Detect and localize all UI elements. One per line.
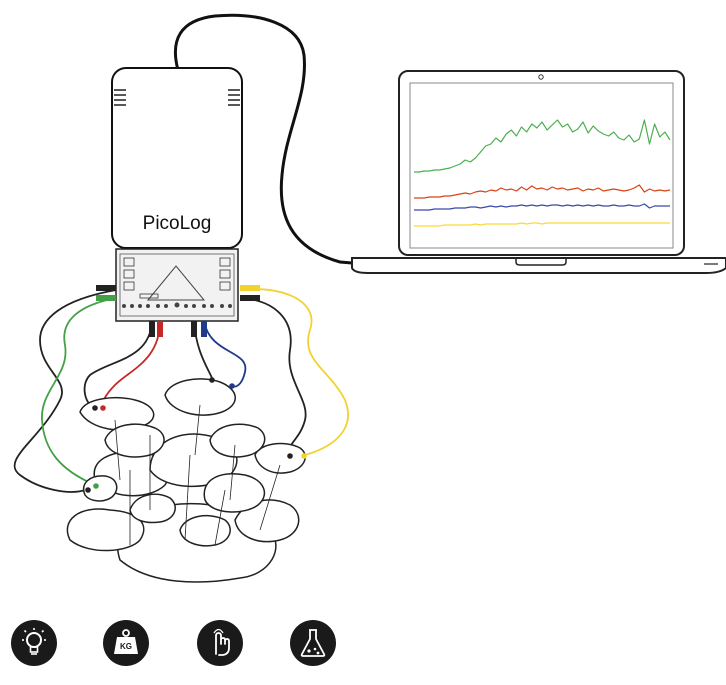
touch-hand-icon <box>197 620 243 666</box>
lightbulb-icon <box>11 620 57 666</box>
feature-icon-row: KG <box>0 612 726 685</box>
webcam-icon <box>538 74 544 80</box>
usb-cable <box>173 13 353 265</box>
probe-wire-right-black <box>239 297 307 456</box>
graph-trace-3 <box>414 203 670 211</box>
laptop <box>351 70 726 274</box>
data-logger: PicoLog <box>111 67 243 322</box>
probe-wire-right-yellow <box>239 288 349 456</box>
probe-wire-red-black <box>83 320 153 409</box>
svg-text:KG: KG <box>120 642 132 651</box>
connector-plugs <box>96 285 260 337</box>
probe-wire-left-green <box>41 297 117 486</box>
screen-graph <box>414 119 671 227</box>
terminal-board <box>115 248 239 322</box>
flask-icon <box>290 620 336 666</box>
weight-kg-icon: KG <box>103 620 149 666</box>
graph-trace-2 <box>414 184 671 199</box>
graph-trace-1 <box>414 119 671 173</box>
probe-wire-blue <box>203 320 247 388</box>
logger-brand-label: PicoLog <box>143 213 212 234</box>
oyster-mushroom-cluster <box>66 378 306 583</box>
probe-wire-left-black <box>13 289 117 493</box>
graph-trace-4 <box>414 222 670 227</box>
probe-tips <box>85 377 307 493</box>
